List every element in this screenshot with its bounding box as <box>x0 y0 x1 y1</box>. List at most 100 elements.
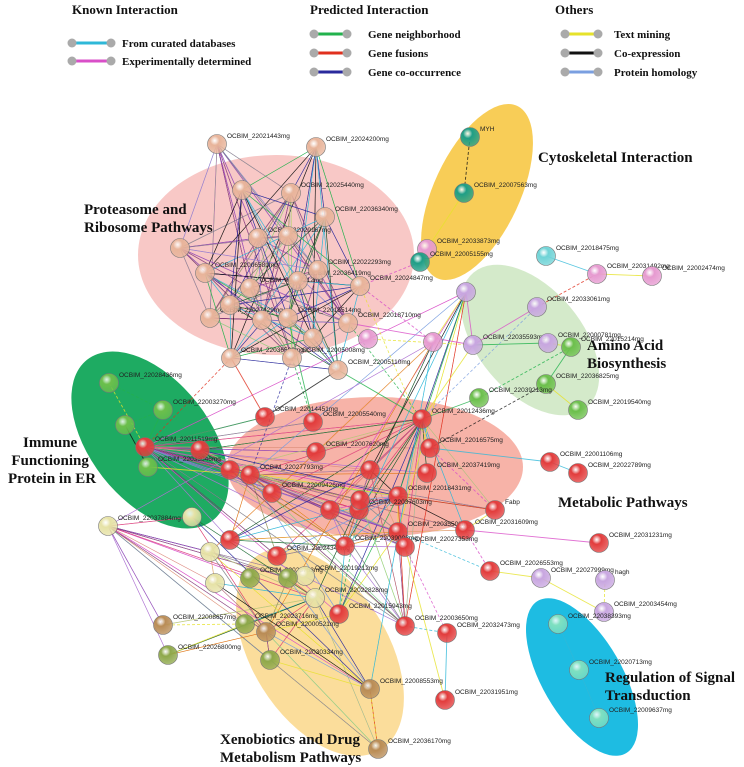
protein-node-ball[interactable] <box>320 500 340 520</box>
protein-node[interactable] <box>303 328 323 348</box>
protein-node-ball[interactable] <box>531 568 551 588</box>
protein-node-ball[interactable] <box>456 282 476 302</box>
protein-node-ball[interactable] <box>195 263 215 283</box>
protein-node-ball[interactable] <box>642 266 662 286</box>
protein-node[interactable]: MYH <box>460 126 495 147</box>
protein-node-ball[interactable] <box>200 308 220 328</box>
protein-node-ball[interactable] <box>135 437 155 457</box>
protein-node-ball[interactable] <box>182 507 202 527</box>
protein-node[interactable] <box>190 440 210 460</box>
protein-node[interactable]: OCBIM_22022293mg <box>308 259 392 280</box>
protein-node-ball[interactable] <box>115 415 135 435</box>
protein-node[interactable]: OCBIM_22001106mg <box>540 451 623 472</box>
protein-node-ball[interactable] <box>540 452 560 472</box>
protein-node[interactable]: OCBIM_22038393mg <box>548 613 632 634</box>
protein-node[interactable]: OCBIM_22027793mg <box>240 464 324 485</box>
protein-node[interactable] <box>278 226 298 246</box>
protein-node[interactable]: OCBIM_22039086mg <box>335 535 419 556</box>
protein-node-ball[interactable] <box>248 228 268 248</box>
protein-node-ball[interactable] <box>306 137 326 157</box>
protein-node[interactable]: OCBIM_22031951mg <box>435 689 519 710</box>
protein-node-ball[interactable] <box>360 679 380 699</box>
protein-node-ball[interactable] <box>252 310 272 330</box>
protein-node[interactable] <box>278 568 298 588</box>
protein-node[interactable] <box>205 573 225 593</box>
protein-node-ball[interactable] <box>220 530 240 550</box>
protein-node-ball[interactable] <box>360 460 380 480</box>
protein-node-ball[interactable] <box>240 465 260 485</box>
protein-node-ball[interactable] <box>395 537 415 557</box>
protein-node-ball[interactable] <box>158 645 178 665</box>
protein-node-ball[interactable] <box>338 313 358 333</box>
protein-node-ball[interactable] <box>460 127 480 147</box>
protein-node[interactable]: OCBIM_22026553mg <box>480 560 564 581</box>
protein-node[interactable]: OCBIM_22023716mg <box>235 613 319 634</box>
protein-node[interactable]: OCBIM_22005155mg <box>410 251 494 272</box>
protein-node[interactable]: OCBIM_22005540mg <box>303 411 387 432</box>
protein-node-ball[interactable] <box>420 438 440 458</box>
protein-node[interactable] <box>358 329 378 349</box>
protein-node[interactable]: OCBIM_22037419mg <box>417 462 501 483</box>
protein-node[interactable]: OCBIM_22024348mg <box>267 545 351 566</box>
protein-node[interactable]: OCBIM_22007620mg <box>306 441 390 462</box>
protein-node-ball[interactable] <box>463 335 483 355</box>
protein-node-ball[interactable] <box>256 622 276 642</box>
protein-node[interactable]: OCBIM_22005008mg <box>282 347 366 368</box>
protein-node-ball[interactable] <box>288 271 308 291</box>
protein-node-ball[interactable] <box>368 739 388 759</box>
protein-node-ball[interactable] <box>395 616 415 636</box>
protein-node[interactable]: OCBIM_22036170mg <box>368 738 452 759</box>
protein-node-ball[interactable] <box>350 276 370 296</box>
protein-node[interactable]: OCBIM_22003454mg <box>594 601 678 622</box>
protein-node[interactable]: OCBIM_22018710mg <box>338 312 422 333</box>
protein-node-ball[interactable] <box>278 226 298 246</box>
protein-node-ball[interactable] <box>527 297 547 317</box>
protein-node[interactable]: OCBIM_22028436mg <box>99 372 183 393</box>
protein-node-ball[interactable] <box>437 623 457 643</box>
protein-node-ball[interactable] <box>595 570 615 590</box>
protein-node[interactable]: OCBIM_22031492mg <box>587 263 671 284</box>
protein-node[interactable]: OCBIM_22019540mg <box>568 399 652 420</box>
protein-node-ball[interactable] <box>220 295 240 315</box>
protein-node[interactable]: OCBIM_22031231mg <box>589 532 673 553</box>
protein-node[interactable]: OCBIM_22007563mg <box>454 182 538 203</box>
protein-node-ball[interactable] <box>589 708 609 728</box>
protein-node-ball[interactable] <box>205 573 225 593</box>
protein-node[interactable]: OCBIM_22039213mg <box>469 387 553 408</box>
protein-node-ball[interactable] <box>278 568 298 588</box>
protein-node[interactable]: OCBIM_22011519mg <box>135 436 218 457</box>
protein-node[interactable]: OCBIM_22031609mg <box>455 519 539 540</box>
protein-node[interactable]: OCBIM_22003650mg <box>395 615 479 636</box>
protein-node[interactable]: OCBIM_22036825mg <box>536 373 620 394</box>
protein-node-ball[interactable] <box>308 260 328 280</box>
protein-node[interactable] <box>220 460 240 480</box>
protein-node[interactable] <box>200 542 220 562</box>
protein-node[interactable]: OCBIM_22033046mg <box>138 456 222 477</box>
protein-node-ball[interactable] <box>569 660 589 680</box>
protein-node-ball[interactable] <box>306 442 326 462</box>
protein-node[interactable] <box>252 310 272 330</box>
protein-node[interactable] <box>115 415 135 435</box>
protein-node-ball[interactable] <box>235 614 255 634</box>
protein-node-ball[interactable] <box>303 328 323 348</box>
protein-node-ball[interactable] <box>410 252 430 272</box>
protein-node[interactable]: OCBIM_22015514mg <box>278 307 362 328</box>
protein-node[interactable] <box>320 500 340 520</box>
protein-node-ball[interactable] <box>561 337 581 357</box>
protein-node[interactable]: OCBIM_22036500mg <box>221 347 305 368</box>
protein-node-ball[interactable] <box>98 516 118 536</box>
protein-node-ball[interactable] <box>99 373 119 393</box>
protein-node-ball[interactable] <box>282 348 302 368</box>
protein-node-ball[interactable] <box>548 614 568 634</box>
protein-node-ball[interactable] <box>305 588 325 608</box>
protein-node[interactable] <box>350 490 370 510</box>
protein-node[interactable]: OCBIM_22012436mg <box>412 408 496 429</box>
protein-node[interactable] <box>182 507 202 527</box>
protein-node[interactable]: OCBIM_22018475mg <box>536 245 620 266</box>
protein-node-ball[interactable] <box>480 561 500 581</box>
protein-node[interactable]: OCBIM_22024847mg <box>350 275 434 296</box>
protein-node-ball[interactable] <box>267 546 287 566</box>
protein-node-ball[interactable] <box>455 520 475 540</box>
protein-node-ball[interactable] <box>220 460 240 480</box>
protein-node-ball[interactable] <box>153 400 173 420</box>
